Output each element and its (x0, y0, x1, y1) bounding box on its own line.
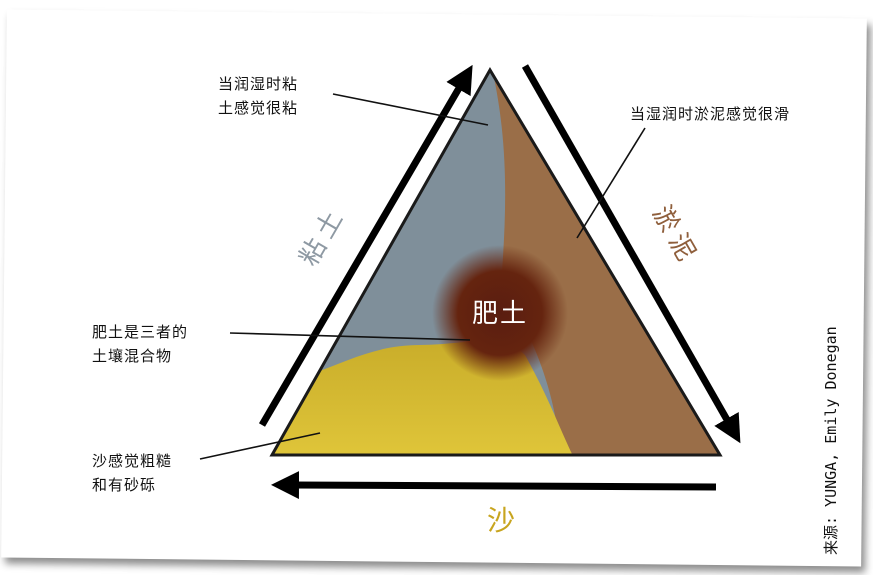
loam-label: 肥土 (472, 299, 528, 329)
silt-leader-line (576, 127, 646, 239)
sand-leader-line (199, 432, 321, 460)
triangle-outline (269, 67, 723, 457)
clay-note-line-1: 当润湿时粘 (218, 75, 299, 93)
loam-leader-line (229, 332, 471, 341)
clay-note: 当润湿时粘 土感觉很粘 (218, 72, 298, 120)
source-credit: 来源: YUNGA, Emily Donegan (822, 326, 840, 555)
sand-arrow (271, 471, 717, 500)
sand-note-line-2: 和有砂砾 (92, 476, 157, 494)
silt-note: 当湿润时淤泥感觉很滑 (630, 105, 791, 123)
loam-note-line-2: 土壤混合物 (92, 347, 173, 365)
clay-side-label: 粘土 (294, 201, 352, 271)
clay-leader-line (332, 93, 489, 126)
clay-note-line-2: 土感觉很粘 (218, 99, 299, 117)
loam-region (432, 245, 568, 381)
sand-note: 沙感觉粗糙 和有砂砾 (92, 449, 172, 497)
sand-note-line-1: 沙感觉粗糙 (92, 452, 173, 470)
silt-side-label: 淤泥 (646, 201, 704, 271)
sand-side-label: 沙 (487, 504, 515, 537)
loam-note: 肥土是三者的 土壤混合物 (92, 320, 188, 368)
loam-note-line-1: 肥土是三者的 (92, 323, 189, 341)
clay-arrow (258, 64, 473, 427)
silt-arrow (521, 64, 741, 444)
